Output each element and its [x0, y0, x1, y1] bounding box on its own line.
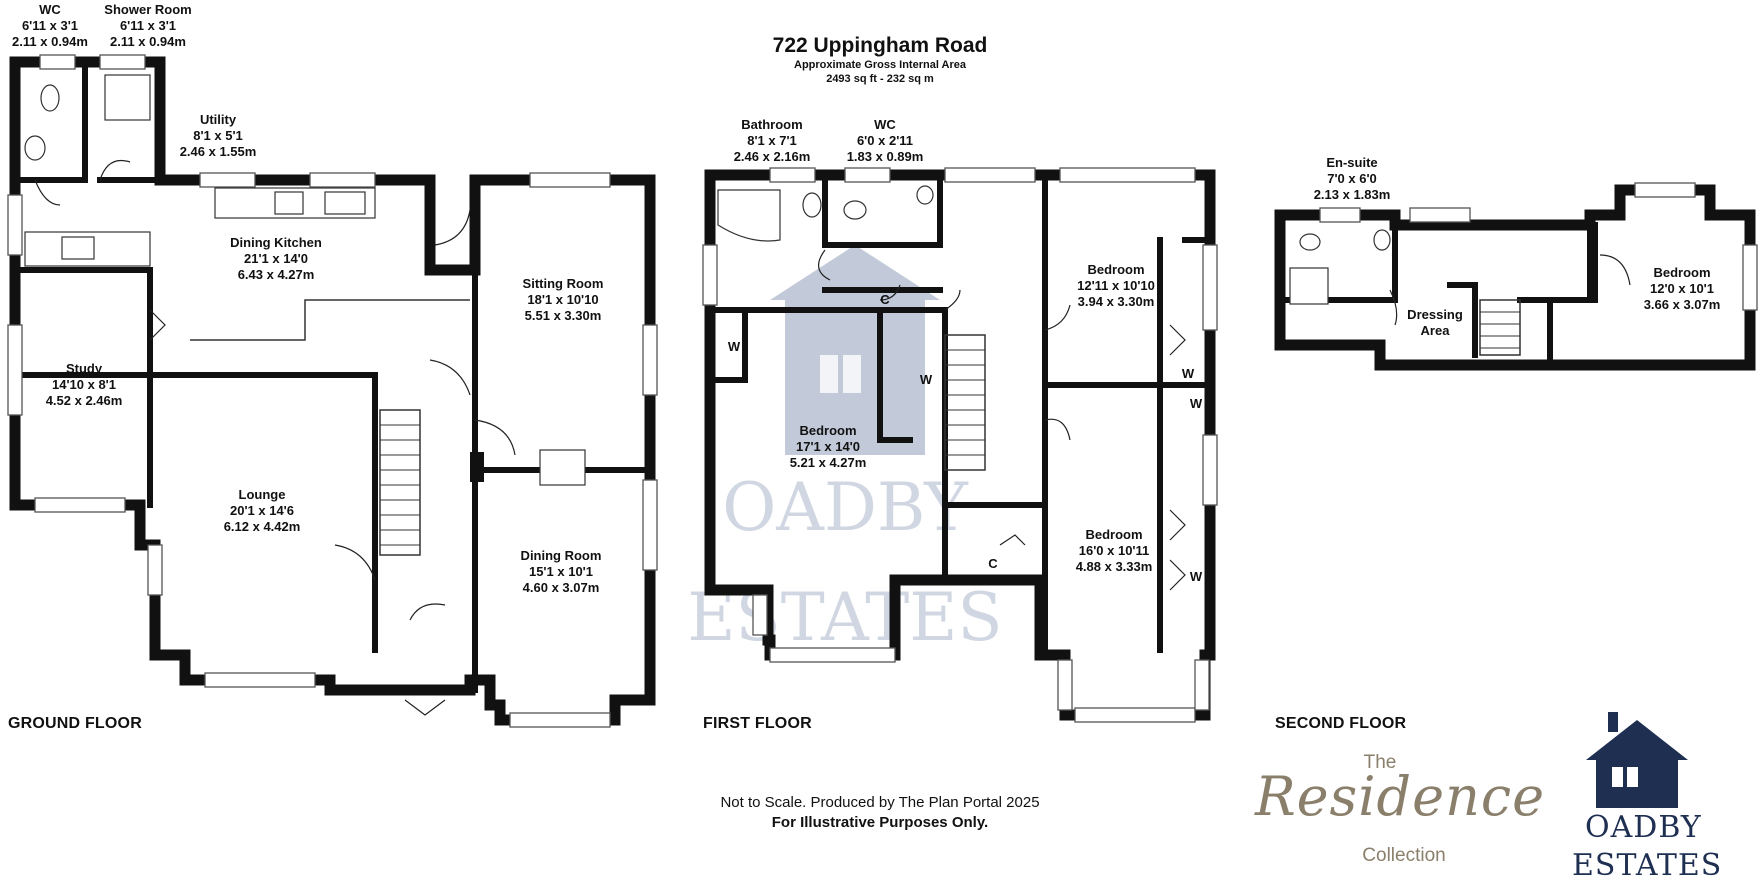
residence-the: The [1363, 752, 1397, 773]
window [1074, 707, 1196, 723]
window [204, 672, 316, 688]
wardrobe-marker: W [1189, 396, 1203, 411]
hob [274, 191, 304, 215]
wardrobe-marker: W [1189, 569, 1203, 584]
window [1409, 207, 1471, 223]
window [7, 324, 23, 416]
room-label-sitting-room: Sitting Room 18'1 x 10'10 5.51 x 3.30m [522, 276, 604, 323]
ground-floor-plan [7, 54, 658, 728]
room-label-shower-room: Shower Room 6'11 x 3'1 2.11 x 0.94m [104, 2, 192, 49]
house-icon [1586, 712, 1688, 808]
room-label-bedroom-3: Bedroom 16'0 x 10'11 4.88 x 3.33m [1075, 527, 1153, 574]
kitchen-sink [324, 191, 366, 215]
window [944, 167, 1036, 183]
window [1057, 659, 1073, 711]
window [769, 167, 816, 183]
title-block: 722 Uppingham Road Approximate Gross Int… [773, 34, 988, 86]
agency-name-line-1: OADBY [1585, 810, 1702, 845]
room-label-utility: Utility 8'1 x 5'1 2.46 x 1.55m [179, 112, 257, 159]
room-label-study: Study 14'10 x 8'1 4.52 x 2.46m [45, 361, 123, 408]
room-label-wc-ground: WC 6'11 x 3'1 2.11 x 0.94m [12, 2, 88, 49]
residence-script: Residence [1254, 765, 1546, 828]
toilet [40, 84, 60, 112]
window [199, 172, 256, 188]
total-area: 2493 sq ft - 232 sq m [826, 73, 934, 85]
fireplace [539, 449, 586, 486]
wardrobe-marker: W [727, 339, 741, 354]
room-label-bedroom-4: Bedroom 12'0 x 10'1 3.66 x 3.07m [1643, 265, 1721, 312]
wardrobe-marker: W [919, 372, 933, 387]
disclaimer-line-2: For Illustrative Purposes Only. [771, 814, 989, 831]
shower-tray [1289, 267, 1329, 305]
second-floor-plan [1274, 182, 1758, 371]
basin [916, 185, 934, 205]
basin [24, 135, 46, 161]
shower-tray [104, 74, 151, 121]
basin [802, 192, 822, 218]
window [1202, 244, 1218, 331]
room-label-ensuite: En-suite 7'0 x 6'0 2.13 x 1.83m [1313, 155, 1391, 202]
window [99, 54, 146, 70]
window [1194, 659, 1210, 711]
window [1634, 182, 1696, 198]
stairs [1479, 299, 1521, 356]
window [309, 172, 376, 188]
room-label-wc-first: WC 6'0 x 2'11 1.83 x 0.89m [846, 117, 924, 164]
window [642, 479, 658, 571]
window [509, 712, 611, 728]
toilet [1299, 233, 1321, 251]
window [1059, 167, 1196, 183]
window [7, 194, 23, 256]
room-label-bedroom-2: Bedroom 12'11 x 10'10 3.94 x 3.30m [1077, 262, 1155, 309]
window [39, 54, 76, 70]
subtitle: Approximate Gross Internal Area [794, 59, 966, 71]
disclaimer: Not to Scale. Produced by The Plan Porta… [720, 793, 1039, 833]
window [642, 324, 658, 396]
window [147, 544, 163, 596]
corner-bath [717, 189, 781, 242]
first-floor-title: FIRST FLOOR [703, 715, 812, 732]
room-label-lounge: Lounge 20'1 x 14'6 6.12 x 4.42m [223, 487, 301, 534]
room-label-dressing-area: Dressing Area [1407, 307, 1463, 338]
window [752, 594, 768, 636]
second-floor-title: SECOND FLOOR [1275, 715, 1407, 732]
watermark-logo: OADBY ESTATES [687, 245, 1003, 656]
ground-floor-title: GROUND FLOOR [8, 715, 142, 732]
window [844, 167, 891, 183]
window [769, 647, 896, 663]
window [1742, 244, 1758, 311]
stairs [944, 334, 986, 471]
window [702, 244, 718, 306]
stairs [379, 409, 421, 556]
cupboard-marker: C [988, 556, 998, 571]
cupboard-marker: C [880, 292, 890, 307]
room-label-bedroom-1: Bedroom 17'1 x 14'0 5.21 x 4.27m [789, 423, 867, 470]
basin [1373, 229, 1391, 251]
room-label-dining-kitchen: Dining Kitchen 21'1 x 14'0 6.43 x 4.27m [230, 235, 322, 282]
window [34, 497, 126, 513]
room-label-bathroom: Bathroom 8'1 x 7'1 2.46 x 2.16m [733, 117, 811, 164]
first-floor-plan [702, 167, 1218, 723]
watermark-text-1: OADBY [722, 469, 969, 546]
residence-collection: Collection [1362, 845, 1446, 866]
window [1202, 434, 1218, 506]
utility-sink [61, 236, 95, 260]
page-title: 722 Uppingham Road [772, 34, 988, 57]
window [529, 172, 611, 188]
agency-name-line-2: ESTATES [1572, 848, 1723, 883]
room-label-dining-room: Dining Room 15'1 x 10'1 4.60 x 3.07m [520, 548, 602, 595]
disclaimer-line-1: Not to Scale. Produced by The Plan Porta… [720, 794, 1040, 811]
toilet [843, 200, 867, 220]
window [1319, 207, 1361, 223]
wardrobe-marker: W [1181, 366, 1195, 381]
